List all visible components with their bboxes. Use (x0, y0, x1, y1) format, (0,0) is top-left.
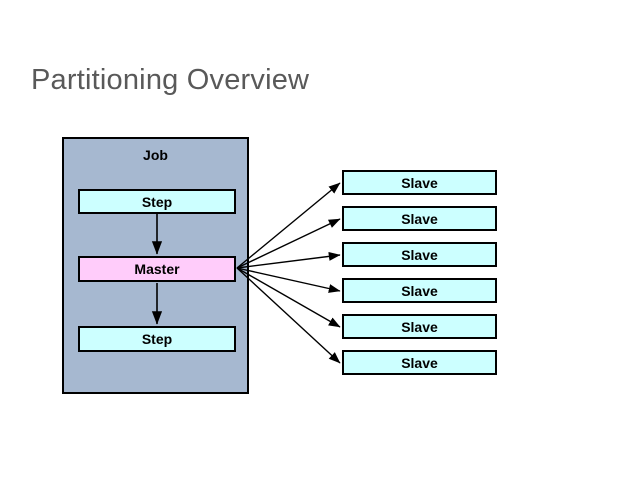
arrow-master-to-slave-2 (236, 218, 341, 269)
arrow-master-to-slave-5 (236, 267, 341, 328)
slave-node-2: Slave (342, 206, 497, 231)
page-title: Partitioning Overview (31, 64, 310, 96)
step-node-bottom-label: Step (141, 331, 173, 347)
arrow-master-to-slave-6 (236, 267, 341, 364)
slave-node-6-label: Slave (401, 354, 438, 371)
slave-node-1-label: Slave (401, 174, 438, 191)
slave-node-5: Slave (342, 314, 497, 339)
slave-node-5-label: Slave (401, 318, 438, 335)
slave-node-1: Slave (342, 170, 497, 195)
master-node: Master (78, 256, 236, 282)
slave-node-3: Slave (342, 242, 497, 267)
slave-node-4: Slave (342, 278, 497, 303)
arrow-master-to-slave-3 (236, 251, 341, 269)
arrow-master-to-slave-4 (236, 267, 341, 293)
slave-node-6: Slave (342, 350, 497, 375)
slave-node-2-label: Slave (401, 210, 438, 227)
step-node-top: Step (78, 189, 236, 214)
slave-node-4-label: Slave (401, 282, 438, 299)
master-node-label: Master (134, 261, 180, 277)
arrow-master-to-slave-1 (236, 182, 341, 269)
step-node-top-label: Step (141, 193, 173, 210)
slave-node-3-label: Slave (401, 246, 438, 263)
step-node-bottom: Step (78, 326, 236, 352)
job-label: Job (143, 147, 168, 163)
